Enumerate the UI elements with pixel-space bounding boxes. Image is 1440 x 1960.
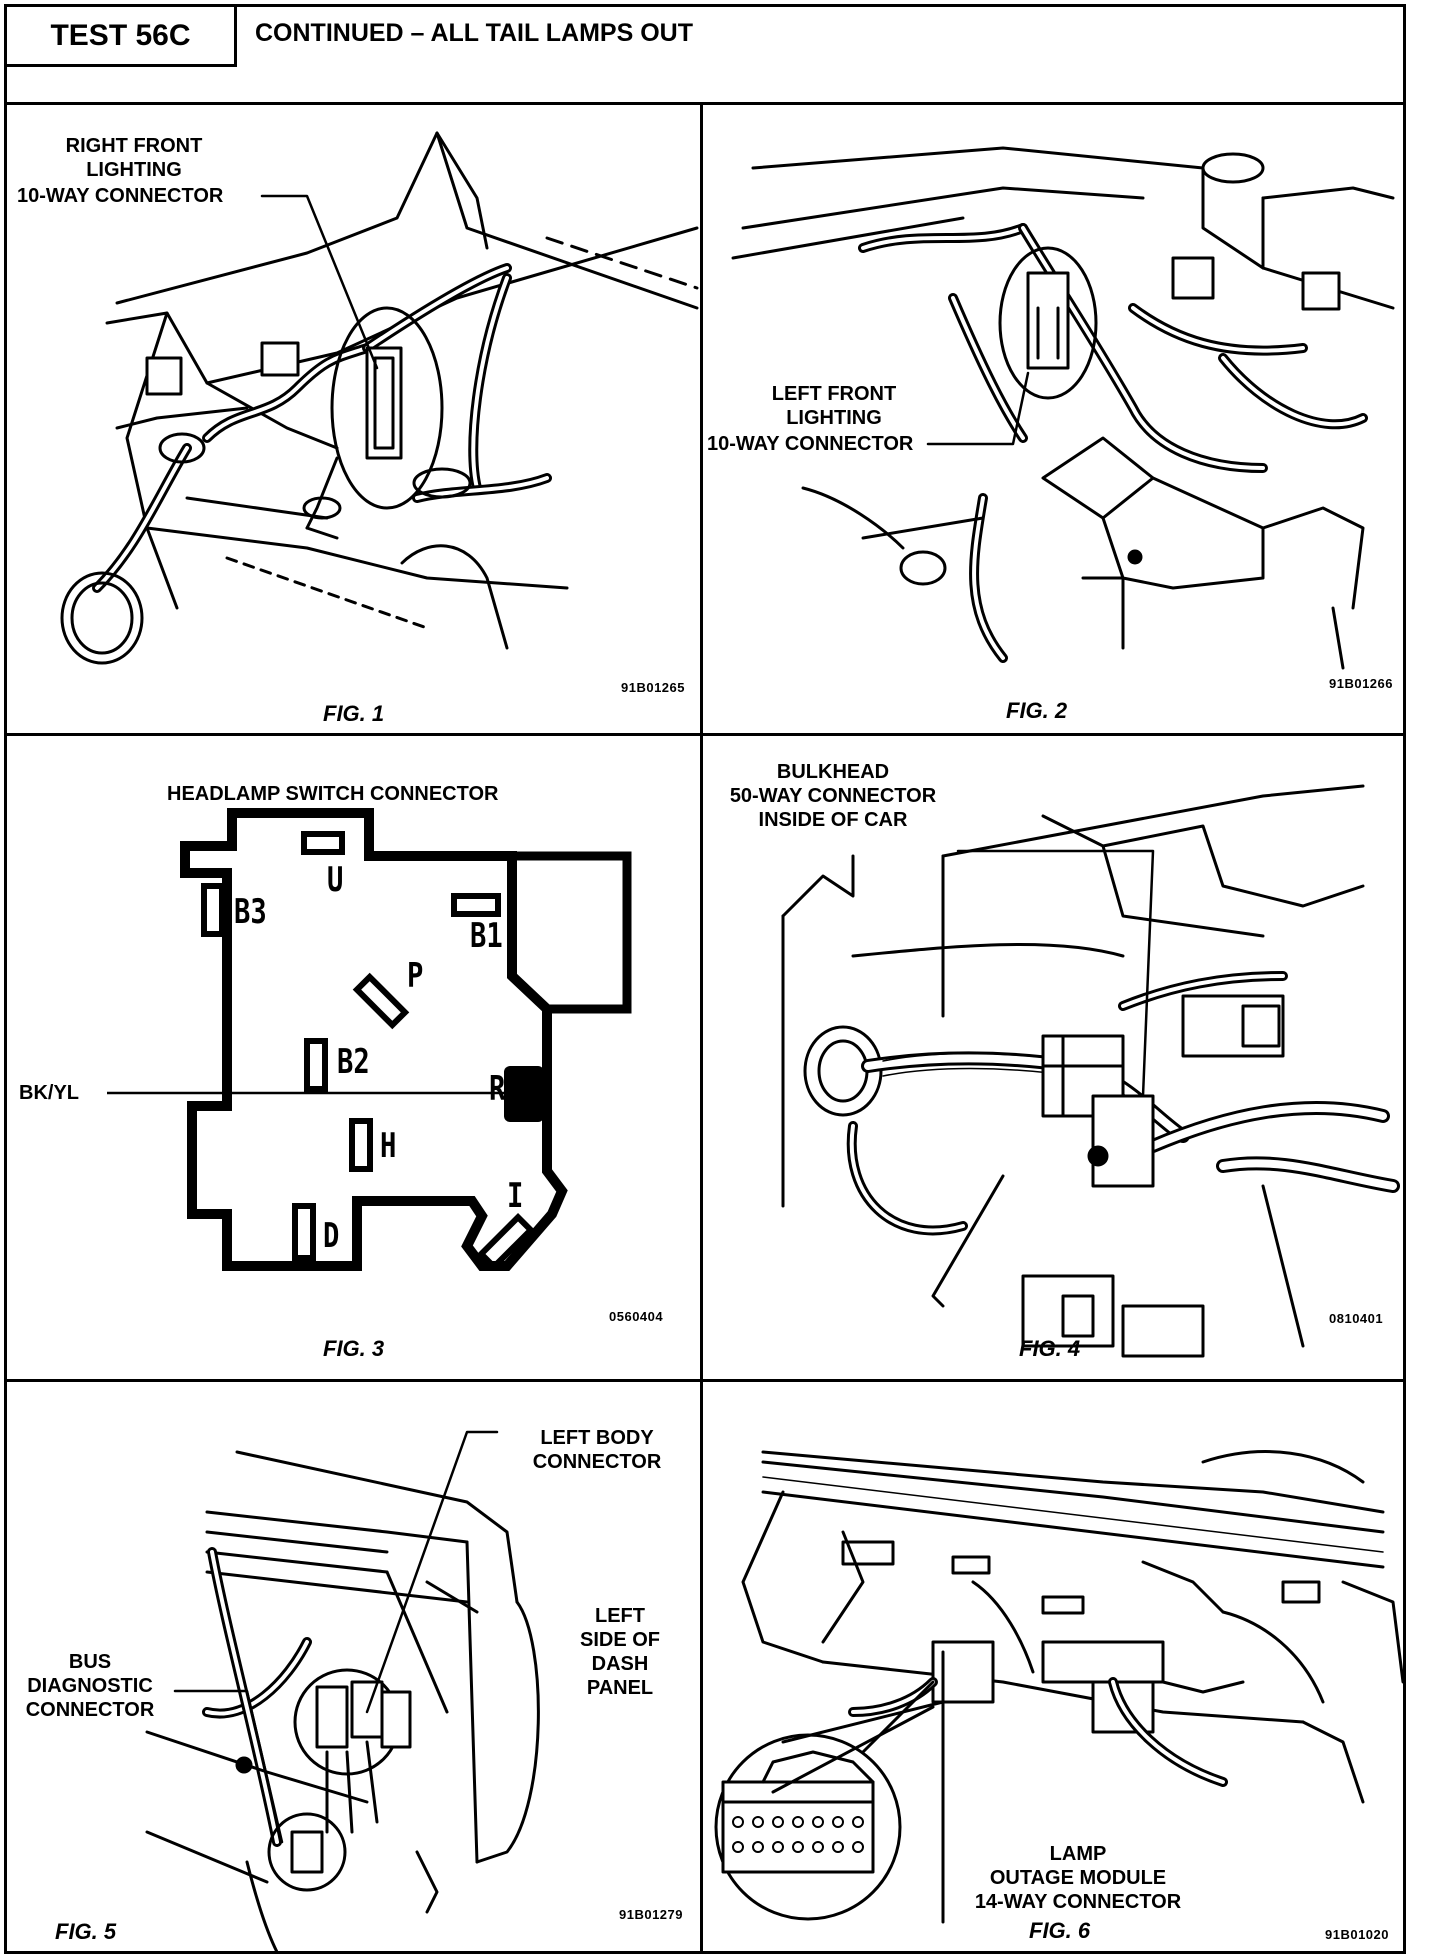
figure-1-illustration [60, 131, 699, 665]
figure-label: FIG. 5 [55, 1919, 117, 1944]
callout-line: BUS [68, 1651, 112, 1673]
grid-divider-row2 [7, 1379, 1403, 1382]
callout-line: LIGHTING [786, 407, 882, 429]
figure-4-panel: BULKHEAD 50-WAY CONNECTOR INSIDE OF CAR … [703, 736, 1409, 1379]
callout-line: CONNECTOR [532, 1451, 662, 1473]
figure-label: FIG. 2 [1006, 698, 1068, 723]
figure-6-callout: LAMP OUTAGE MODULE 14-WAY CONNECTOR [958, 1842, 1198, 1914]
figure-5-callout-dash-panel: LEFT SIDE OF DASH PANEL [575, 1604, 665, 1700]
pin-label: B2 [337, 1042, 370, 1082]
figure-code: 91B01266 [1329, 676, 1393, 691]
figure-6-illustration [714, 1450, 1405, 1924]
figure-4-callout: BULKHEAD 50-WAY CONNECTOR INSIDE OF CAR [713, 760, 953, 832]
figure-code: 91B01020 [1325, 1927, 1389, 1942]
figure-1-panel: RIGHT FRONT LIGHTING 10-WAY CONNECTOR 91… [7, 108, 700, 733]
grid-divider-vertical [700, 105, 703, 1954]
pin-label: D [323, 1216, 340, 1256]
callout-line: 50-WAY CONNECTOR [729, 785, 937, 807]
callout-line: LEFT BODY [540, 1427, 654, 1449]
callout-line: LEFT FRONT [771, 383, 897, 405]
callout-line: 10-WAY CONNECTOR [17, 185, 224, 207]
figure-code: 0560404 [609, 1309, 664, 1324]
pin-label: R [489, 1069, 506, 1109]
figure-label: FIG. 6 [1029, 1918, 1091, 1943]
figure-label: FIG. 3 [323, 1336, 385, 1361]
pin-label: P [407, 956, 424, 996]
figure-4-illustration [781, 784, 1400, 1358]
figure-3-title: HEADLAMP SWITCH CONNECTOR [167, 783, 499, 805]
callout-line: OUTAGE MODULE [989, 1867, 1167, 1889]
figure-code: 91B01279 [619, 1907, 683, 1922]
figure-5-callout-left-body: LEFT BODY CONNECTOR [517, 1426, 677, 1474]
callout-line: CONNECTOR [25, 1699, 155, 1721]
callout-line: BULKHEAD [776, 761, 890, 783]
callout-line: LEFT [595, 1605, 645, 1627]
figure-6-panel: LAMP OUTAGE MODULE 14-WAY CONNECTOR 91B0… [703, 1382, 1409, 1954]
page-header: TEST 56C CONTINUED – ALL TAIL LAMPS OUT [7, 7, 1403, 105]
figure-1-callout: RIGHT FRONT LIGHTING [45, 134, 223, 182]
headlamp-switch-connector-diagram [107, 808, 632, 1271]
callout-line: PANEL [586, 1677, 654, 1699]
service-manual-page: TEST 56C CONTINUED – ALL TAIL LAMPS OUT [4, 4, 1406, 1954]
callout-line: SIDE OF [579, 1629, 660, 1651]
figure-code: 0810401 [1329, 1311, 1384, 1326]
callout-line: DIAGNOSTIC [27, 1675, 153, 1697]
figure-label: FIG. 4 [1019, 1336, 1081, 1361]
grid-divider-row1 [7, 733, 1403, 736]
callout-line: DASH [591, 1653, 649, 1675]
figure-5-illustration [145, 1430, 540, 1954]
callout-line: LAMP [1049, 1843, 1107, 1865]
pin-label: H [380, 1126, 397, 1166]
callout-line: LIGHTING [86, 159, 182, 181]
wire-label: BK/YL [19, 1082, 79, 1104]
pin-label: B1 [470, 916, 503, 956]
figure-2-callout: LEFT FRONT LIGHTING [739, 382, 929, 430]
figure-3-panel: HEADLAMP SWITCH CONNECTOR BK/YL U B3 B1 … [7, 736, 700, 1379]
test-title: CONTINUED – ALL TAIL LAMPS OUT [255, 19, 693, 47]
figure-label: FIG. 1 [323, 701, 385, 726]
figure-5-callout-bus-diagnostic: BUS DIAGNOSTIC CONNECTOR [15, 1650, 165, 1722]
callout-line: RIGHT FRONT [65, 135, 203, 157]
figure-2-panel: LEFT FRONT LIGHTING 10-WAY CONNECTOR 91B… [703, 108, 1409, 733]
figure-code: 91B01265 [621, 680, 685, 695]
pin-label: U [327, 860, 344, 900]
callout-line: 10-WAY CONNECTOR [707, 433, 914, 455]
callout-line: INSIDE OF CAR [758, 809, 908, 831]
figure-2-illustration [731, 146, 1395, 670]
pin-label: B3 [234, 892, 267, 932]
test-id: TEST 56C [7, 7, 237, 67]
pin-U [301, 831, 345, 855]
figure-5-panel: LEFT BODY CONNECTOR BUS DIAGNOSTIC CONNE… [7, 1382, 700, 1954]
callout-line: 14-WAY CONNECTOR [974, 1891, 1182, 1913]
pin-label: I [507, 1176, 524, 1216]
